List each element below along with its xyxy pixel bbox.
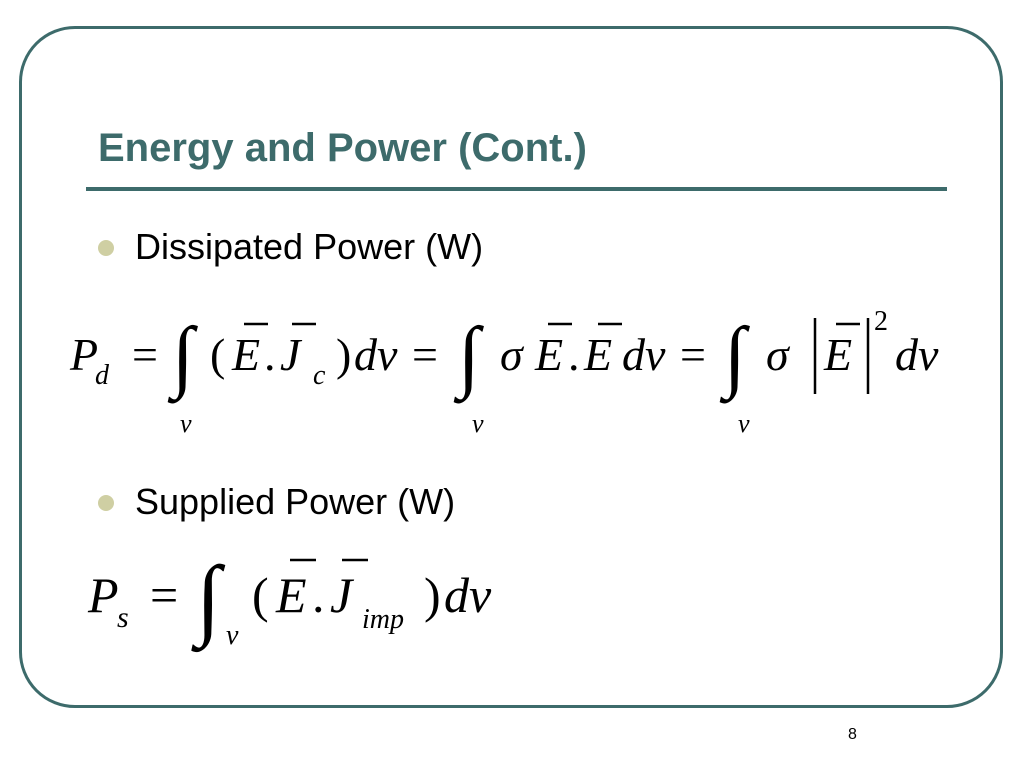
eq2-j-subscript: imp: [362, 604, 404, 635]
eq2-limit: v: [226, 620, 239, 651]
eq2-integral-icon: ∫: [191, 549, 226, 653]
eq2-dot: .: [312, 567, 325, 623]
eq1-equals-1: =: [132, 329, 158, 380]
eq1-integral-3-icon: ∫: [719, 312, 751, 404]
eq1-close-paren: ): [336, 329, 351, 380]
eq2-lhs-subscript: s: [117, 601, 129, 634]
eq2-field-e: E: [275, 567, 307, 623]
bullet-dot-icon: [98, 240, 114, 256]
eq1-limit-1: v: [180, 409, 192, 438]
eq2-close-paren: ): [424, 567, 441, 623]
eq1-lhs-symbol: P: [69, 329, 98, 380]
eq1-dot-1: .: [264, 329, 276, 380]
slide-title: Energy and Power (Cont.): [98, 126, 587, 170]
eq1-integral-2-icon: ∫: [453, 312, 485, 404]
eq1-dv-2: dv: [622, 329, 666, 380]
eq1-integral-1-icon: ∫: [167, 312, 199, 404]
eq1-sigma-1: σ: [500, 329, 525, 380]
eq2-lhs-symbol: P: [87, 567, 119, 623]
eq2-open-paren: (: [252, 567, 269, 623]
eq1-field-e-1: E: [231, 329, 260, 380]
eq1-field-e-3: E: [583, 329, 612, 380]
eq1-sigma-2: σ: [766, 329, 791, 380]
eq2-dv: dv: [444, 567, 492, 623]
bullet-supplied-power: Supplied Power (W): [135, 481, 456, 522]
eq1-dv-1: dv: [354, 329, 398, 380]
bullet-dot-icon: [98, 495, 114, 511]
eq1-limit-2: v: [472, 409, 484, 438]
eq1-exponent: 2: [874, 306, 888, 337]
page-number: 8: [848, 726, 857, 743]
title-underline: [86, 187, 947, 191]
eq1-open-paren: (: [210, 329, 225, 380]
eq1-field-e-2: E: [534, 329, 563, 380]
eq1-limit-3: v: [738, 409, 750, 438]
eq1-dv-3: dv: [895, 329, 939, 380]
eq1-field-e-4: E: [823, 329, 852, 380]
eq2-field-j: J: [330, 567, 355, 623]
eq2-equals: =: [150, 567, 178, 623]
eq1-dot-2: .: [568, 329, 580, 380]
eq1-equals-2: =: [412, 329, 438, 380]
slide-frame: [19, 26, 1003, 708]
eq1-j-subscript: c: [313, 360, 326, 391]
eq1-field-j: J: [280, 329, 303, 380]
eq1-equals-3: =: [680, 329, 706, 380]
eq1-lhs-subscript: d: [95, 360, 110, 391]
bullet-dissipated-power: Dissipated Power (W): [135, 226, 484, 267]
